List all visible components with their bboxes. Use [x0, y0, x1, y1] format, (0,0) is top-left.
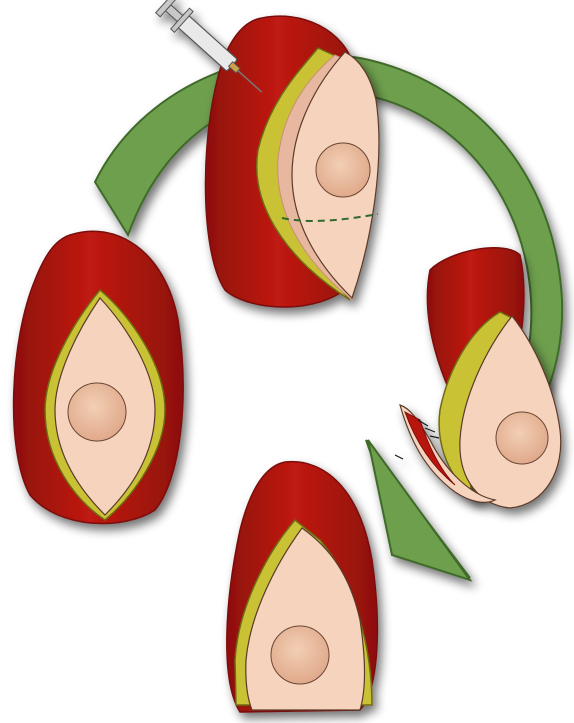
nipple-areola	[496, 412, 548, 464]
nipple-areola	[68, 383, 126, 441]
stage-top-flap	[154, 0, 379, 307]
stage-bottom-result	[227, 462, 378, 712]
nipple-areola	[271, 626, 329, 684]
stage-left-flap	[14, 231, 183, 523]
nipple-areola	[316, 143, 370, 197]
